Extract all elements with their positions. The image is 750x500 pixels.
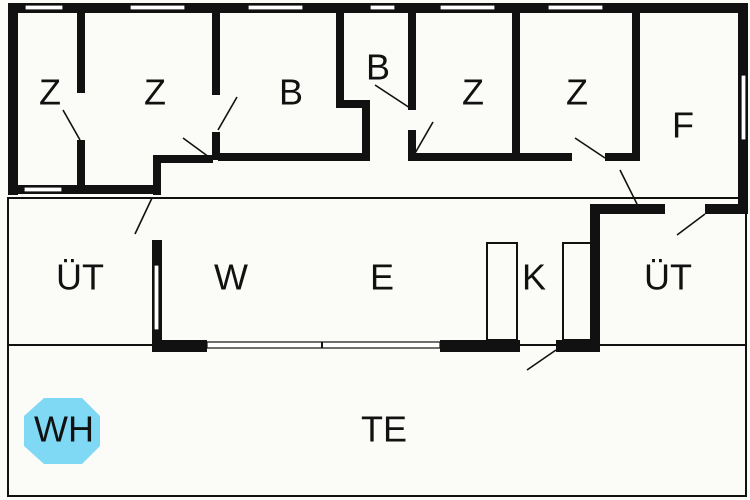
room-label-e: E	[370, 257, 394, 298]
room-labels: Z Z B B Z Z F ÜT W E K ÜT TE WH	[34, 47, 694, 450]
room-label-z3: Z	[462, 72, 484, 113]
kitchen-counters	[486, 242, 592, 341]
room-label-z1: Z	[39, 72, 61, 113]
room-label-ut1: ÜT	[56, 257, 104, 298]
room-label-b1: B	[279, 72, 303, 113]
room-label-z2: Z	[144, 72, 166, 113]
room-label-f: F	[672, 105, 694, 146]
room-label-ut2: ÜT	[644, 257, 692, 298]
room-label-te: TE	[361, 409, 407, 450]
room-label-w: W	[214, 257, 248, 298]
room-label-z4: Z	[566, 72, 588, 113]
doors	[62, 84, 706, 371]
whirlpool-label: WH	[34, 409, 94, 450]
room-label-k: K	[522, 257, 546, 298]
room-label-b2: B	[366, 47, 390, 88]
windows	[23, 4, 747, 349]
whirlpool-icon	[24, 398, 100, 464]
